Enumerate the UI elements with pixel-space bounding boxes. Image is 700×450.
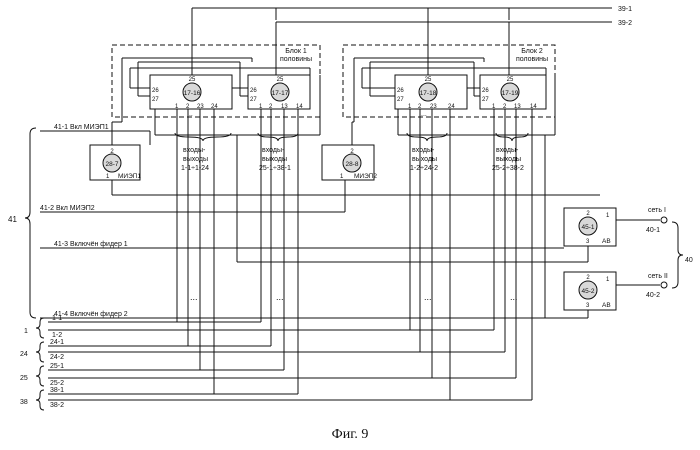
terminal-40-2: 40-2: [646, 292, 660, 299]
unit-28-8-name: МИЭП2: [354, 173, 377, 180]
bus-25-2: 25-2: [50, 380, 64, 387]
bus-25-1: 25-1: [50, 363, 64, 370]
signal-41-2: 41-2 Вкл МИЭП2: [40, 205, 95, 212]
network-2-label: сеть II: [648, 273, 668, 280]
io-group-2: входы- выходы 25-1÷38-1: [258, 133, 298, 172]
bus-group-25: 25: [20, 375, 28, 382]
ellipsis-1: ...: [190, 292, 198, 302]
pin-26: 26: [250, 88, 257, 94]
io-label-line3: 1-1÷1-24: [181, 165, 209, 172]
pin-27: 27: [397, 97, 404, 103]
unit-17-16-id: 17-16: [184, 90, 201, 97]
block-1-label-1: Блок 1: [285, 48, 307, 55]
pin-24: 24: [448, 104, 455, 110]
io-label-line2: выходы: [183, 156, 208, 163]
unit-17-17: 17-17 25 26 27 1 2 13 14: [248, 75, 310, 110]
unit-28-7-id: 28-7: [105, 161, 118, 168]
io-group-3: входы- выходы 1-2÷24-2: [407, 133, 447, 172]
io-label-line1: входы-: [183, 147, 206, 154]
io-label-line3: 1-2÷24-2: [410, 165, 438, 172]
group-40-label: 40: [685, 257, 693, 264]
output-39-2: 39-2: [618, 20, 632, 27]
pin-14: 14: [296, 104, 303, 110]
unit-17-18: 17-18 25 26 27 1 2 23 24: [395, 75, 467, 110]
unit-17-16: 17-16 25 26 27 1 2 23 24: [150, 75, 232, 110]
unit-17-17-id: 17-17: [272, 90, 289, 97]
unit-28-8-id: 28-8: [345, 161, 358, 168]
pin-23: 23: [197, 104, 204, 110]
ellipsis-2: ...: [276, 292, 284, 302]
io-label-line3: 25-2÷38-2: [492, 165, 524, 172]
pin-27: 27: [152, 97, 159, 103]
io-label-line1: входы-: [412, 147, 435, 154]
unit-17-18-id: 17-18: [420, 90, 437, 97]
unit-45-2-name: АВ: [602, 302, 611, 309]
pin-24: 24: [211, 104, 218, 110]
signal-41-1: 41-1 Вкл МИЭП1: [54, 124, 109, 131]
io-label-line2: выходы: [412, 156, 437, 163]
block-1-label-2: половины: [280, 56, 312, 63]
bus-38-2: 38-2: [50, 402, 64, 409]
ellipsis-5: ...: [187, 111, 193, 118]
ellipsis-3: ...: [424, 292, 432, 302]
io-label-line2: выходы: [262, 156, 287, 163]
unit-45-2: 45-2 2 1 3 АВ сеть II 40-2: [545, 272, 668, 318]
output-39-1: 39-1: [618, 6, 632, 13]
ellipsis-6: ...: [421, 111, 427, 118]
pin-23: 23: [430, 104, 437, 110]
bus-24-2: 24-2: [50, 354, 64, 361]
unit-45-1-name: АВ: [602, 238, 611, 245]
bus-1-2: 1-2: [52, 332, 62, 339]
pin-27: 27: [250, 97, 257, 103]
bus-lines: 1-1 1-2 24-1 24-2 25-1 25-2 38-1 38-2 1 …: [20, 315, 532, 410]
bus-1-1: 1-1: [52, 315, 62, 322]
io-label-line1: входы-: [262, 147, 285, 154]
bus-group-24: 24: [20, 351, 28, 358]
pin-26: 26: [482, 88, 489, 94]
unit-17-19-id: 17-19: [502, 90, 519, 97]
unit-45-1-id: 45-1: [581, 224, 594, 231]
pin-13: 13: [514, 104, 521, 110]
block-2-label-1: Блок 2: [521, 48, 543, 55]
pin-26: 26: [397, 88, 404, 94]
unit-45-2-id: 45-2: [581, 288, 594, 295]
io-group-4: входы- выходы 25-2÷38-2: [492, 133, 528, 172]
block-2-label-2: половины: [516, 56, 548, 63]
unit-45-1: 45-1 2 1 3 АВ сеть I 40-1: [562, 207, 667, 262]
pin-25: 25: [277, 77, 284, 83]
pin-14: 14: [530, 104, 537, 110]
pin-26: 26: [152, 88, 159, 94]
pin-25: 25: [425, 77, 432, 83]
signal-41-3: 41-3 Включён фидер 1: [54, 241, 128, 248]
pin-25: 25: [189, 77, 196, 83]
pin-25: 25: [507, 77, 514, 83]
group-41-label: 41: [8, 215, 17, 224]
unit-28-8: 28-8 2 1 МИЭП2: [322, 122, 377, 212]
io-label-line3: 25-1÷38-1: [259, 165, 291, 172]
figure-caption: Фиг. 9: [332, 427, 369, 442]
io-group-1: входы- выходы 1-1÷1-24: [175, 133, 231, 172]
unit-17-19: 17-19 25 26 27 1 2 13 14: [480, 75, 546, 110]
pin-27: 27: [482, 97, 489, 103]
brace-40: 40: [672, 222, 693, 288]
io-label-line1: входы-: [496, 147, 519, 154]
bus-group-38: 38: [20, 399, 28, 406]
terminal-40-1: 40-1: [646, 227, 660, 234]
bus-38-1: 38-1: [50, 387, 64, 394]
ellipsis-4: ...: [510, 292, 518, 302]
bus-24-1: 24-1: [50, 339, 64, 346]
output-lines: 39-1 39-2: [192, 6, 632, 75]
signal-41-4: 41-4 Включён фидер 2: [54, 311, 128, 318]
io-label-line2: выходы: [496, 156, 521, 163]
pin-13: 13: [281, 104, 288, 110]
unit-28-7-name: МИЭП1: [118, 173, 141, 180]
bus-group-1: 1: [24, 328, 28, 335]
network-1-label: сеть I: [648, 207, 666, 214]
